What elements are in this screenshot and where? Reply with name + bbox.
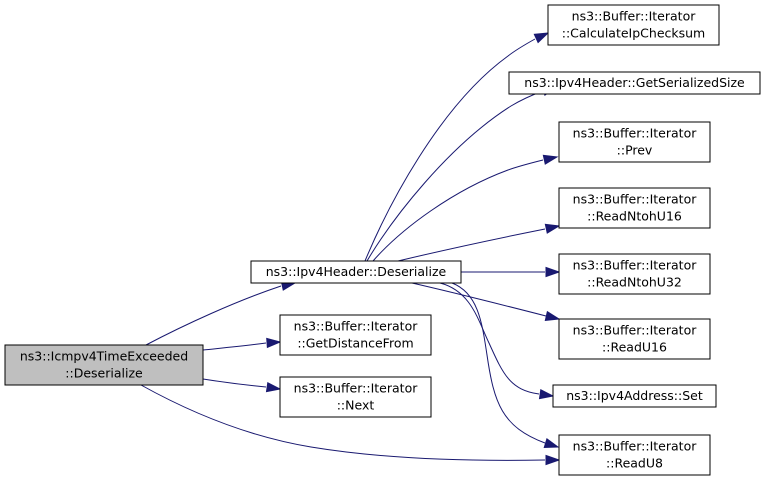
node-label-line: ::CalculateIpChecksum (562, 26, 706, 41)
edge-line (411, 282, 547, 317)
node-ipv4-deserialize[interactable]: ns3::Ipv4Header::Deserialize (250, 260, 462, 284)
node-read-ntoh-u16[interactable]: ns3::Buffer::Iterator::ReadNtohU16 (558, 187, 711, 229)
node-get-distance-from[interactable]: ns3::Buffer::Iterator::GetDistanceFrom (279, 314, 432, 356)
node-label-line: ::ReadU8 (606, 456, 663, 471)
node-box (508, 71, 761, 95)
arrowhead-icon (533, 32, 550, 44)
edge-line (397, 228, 546, 262)
node-label-line: ns3::Buffer::Iterator (573, 323, 698, 338)
node-ipv4-address-set[interactable]: ns3::Ipv4Address::Set (552, 384, 717, 408)
node-label-line: ns3::Icmpv4TimeExceeded (20, 349, 188, 364)
edge-ipv4-deserialize-to-read-u8 (451, 282, 560, 449)
edge-line (140, 384, 546, 461)
node-box (558, 318, 711, 360)
edge-line (439, 282, 540, 395)
arrowhead-icon (265, 381, 282, 393)
call-graph-nodes: ns3::Icmpv4TimeExceeded::Deserializens3:… (4, 4, 761, 476)
edge-ipv4-deserialize-to-read-u16 (411, 282, 561, 322)
edge-line (202, 342, 267, 351)
node-label-line: ns3::Buffer::Iterator (572, 9, 697, 24)
node-box (279, 376, 432, 418)
node-box (250, 260, 462, 284)
arrowhead-icon (544, 223, 561, 234)
node-get-serialized-size[interactable]: ns3::Ipv4Header::GetSerializedSize (508, 71, 761, 95)
edge-root-to-next (202, 378, 282, 393)
node-label-line: ns3::Ipv4Address::Set (566, 388, 703, 403)
node-root: ns3::Icmpv4TimeExceeded::Deserialize (4, 344, 204, 386)
node-box (4, 344, 204, 386)
node-next[interactable]: ns3::Buffer::Iterator::Next (279, 376, 432, 418)
arrowhead-icon (544, 310, 561, 322)
call-graph-edges (140, 32, 561, 466)
edge-line (364, 38, 536, 262)
node-prev[interactable]: ns3::Buffer::Iterator::Prev (558, 121, 711, 163)
edge-line (202, 378, 267, 388)
node-label-line: ::ReadU16 (602, 340, 667, 355)
node-label-line: ::Prev (617, 143, 653, 158)
arrowhead-icon (545, 454, 561, 466)
node-read-u16[interactable]: ns3::Buffer::Iterator::ReadU16 (558, 318, 711, 360)
edge-root-to-get-distance-from (202, 337, 282, 351)
node-label-line: ns3::Buffer::Iterator (294, 319, 419, 334)
arrowhead-icon (538, 388, 555, 400)
arrowhead-icon (266, 337, 282, 349)
node-box (279, 314, 432, 356)
node-calc-ip-checksum[interactable]: ns3::Buffer::Iterator::CalculateIpChecks… (547, 4, 720, 46)
node-label-line: ::Next (337, 398, 375, 413)
node-box (547, 4, 720, 46)
arrowhead-icon (543, 438, 560, 449)
node-box (558, 434, 711, 476)
node-label-line: ::ReadNtohU32 (587, 275, 682, 290)
node-read-ntoh-u32[interactable]: ns3::Buffer::Iterator::ReadNtohU32 (558, 253, 711, 295)
edge-ipv4-deserialize-to-get-serialized-size (366, 85, 558, 262)
node-box (558, 187, 711, 229)
node-label-line: ns3::Buffer::Iterator (294, 381, 419, 396)
node-label-line: ::Deserialize (65, 366, 143, 381)
edge-line (372, 159, 544, 262)
edge-root-to-read-u8 (140, 384, 561, 466)
edge-ipv4-deserialize-to-calc-ip-checksum (364, 32, 550, 262)
node-read-u8[interactable]: ns3::Buffer::Iterator::ReadU8 (558, 434, 711, 476)
edge-ipv4-deserialize-to-ipv4-address-set (439, 282, 555, 400)
node-label-line: ns3::Buffer::Iterator (573, 126, 698, 141)
node-box (558, 253, 711, 295)
node-box (552, 384, 717, 408)
arrowhead-icon (545, 266, 561, 278)
arrowhead-icon (542, 154, 559, 165)
node-label-line: ns3::Buffer::Iterator (573, 439, 698, 454)
edge-ipv4-deserialize-to-read-ntoh-u16 (397, 223, 561, 262)
edge-ipv4-deserialize-to-prev (372, 154, 559, 262)
node-box (558, 121, 711, 163)
edge-line (366, 90, 544, 262)
node-label-line: ::ReadNtohU16 (587, 209, 682, 224)
node-label-line: ::GetDistanceFrom (297, 336, 413, 351)
node-label-line: ns3::Ipv4Header::Deserialize (266, 264, 447, 279)
node-label-line: ns3::Buffer::Iterator (573, 192, 698, 207)
edge-line (145, 285, 282, 346)
edge-line (451, 282, 546, 444)
node-label-line: ns3::Buffer::Iterator (573, 258, 698, 273)
node-label-line: ns3::Ipv4Header::GetSerializedSize (524, 75, 745, 90)
edge-root-to-ipv4-deserialize (145, 280, 297, 346)
edge-ipv4-deserialize-to-read-ntoh-u32 (461, 266, 561, 278)
